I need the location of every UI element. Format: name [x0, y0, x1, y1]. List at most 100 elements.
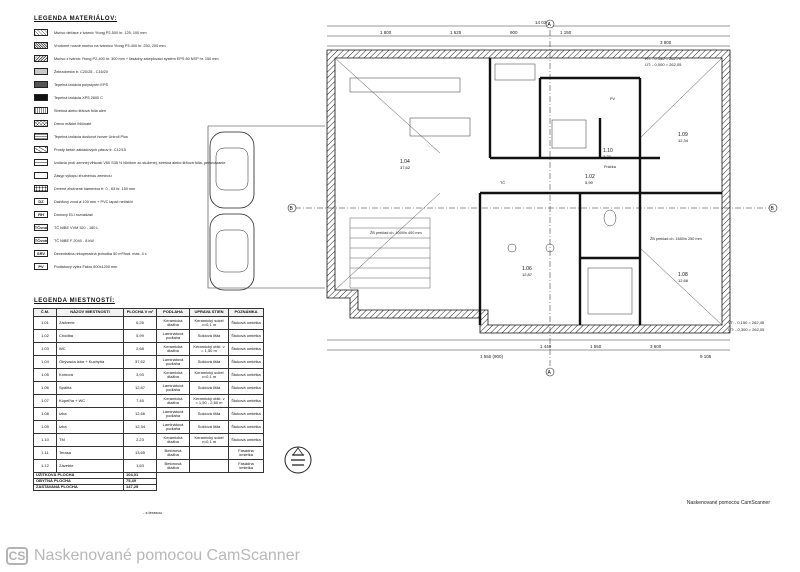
house-walls: [326, 49, 731, 334]
rooms-cell: 1.01: [33, 316, 57, 330]
rooms-cell: 1.07: [33, 394, 57, 408]
rooms-cell: Keramický obkl. v = 1,50 - 2,60 m: [189, 394, 229, 408]
material-swatch: DZ: [34, 198, 48, 205]
rooms-cell: 1.04: [33, 355, 57, 369]
rooms-cell: Zádverie: [56, 316, 124, 330]
dim-bottom-1: 1 550 (900): [480, 354, 504, 359]
material-swatch: [34, 133, 48, 140]
rooms-cell: 1.03: [33, 342, 57, 356]
room-label-106: 1.06: [522, 266, 532, 272]
note-lintel-1: ŽB preklad ch. 4000/s 400 mm: [370, 230, 422, 235]
scan-caption: Naskenované pomocou CamScanner: [686, 500, 770, 506]
dimension-top: [327, 25, 730, 47]
rooms-cell: Terasa: [56, 446, 124, 460]
material-label: Tepelná izolácia doskové Isover Uniroll …: [54, 134, 128, 139]
rooms-cell: Fasádna omietka: [228, 459, 264, 473]
rooms-cell: Laminátová podlaha: [156, 420, 190, 434]
terasa-note: - s terasou: [143, 510, 162, 515]
material-swatch: TČvon: [34, 237, 48, 244]
rooms-cell: 1,63: [123, 459, 157, 473]
rooms-cell: Obývacia izba + Kuchyňa: [56, 355, 124, 369]
level-note-4: ÚT: - 0,300 = 262,05: [728, 327, 765, 332]
rooms-cell: Chodba: [56, 329, 124, 343]
totals-value: 147,25: [123, 484, 157, 491]
room-label-102: 1.02: [585, 174, 595, 180]
camscanner-logo-icon: CS: [6, 547, 28, 565]
rooms-cell: Izba: [56, 420, 124, 434]
material-swatch: RH: [34, 211, 48, 218]
svg-text:A: A: [548, 370, 552, 376]
note-lintel-2: ŽB preklad ch. 1650/s 250 mm: [650, 236, 702, 241]
rooms-cell: 7,45: [123, 394, 157, 408]
material-label: Tepelná izolácia XPS 2600 C: [54, 95, 103, 100]
section-marker-b-right: [768, 203, 778, 213]
rooms-cell: Fasádna omietka: [228, 446, 264, 460]
material-swatch: [34, 185, 48, 192]
rooms-cell: [189, 459, 229, 473]
material-swatch: [34, 94, 48, 101]
dim-top-1: 1 800: [380, 30, 392, 35]
material-label: Železobetón tr. C20/25 - C16/20: [54, 69, 109, 74]
svg-text:B: B: [290, 206, 294, 212]
rooms-cell: Závetrie: [56, 459, 124, 473]
rooms-cell: 1.09: [33, 420, 57, 434]
material-row: Drvené zhutnené kamenivo fr. 0 - 63 hr. …: [34, 184, 135, 193]
level-note-3: VT: - 0,150 = 262,45: [728, 320, 765, 325]
material-swatch: PV: [34, 263, 48, 270]
material-row: Zásyp výkopu zhutnenou zeminou: [34, 171, 112, 180]
material-row: Železobetón tr. C20/25 - C16/20: [34, 67, 108, 76]
material-label: Murivo z tvárnic Ytong P2-400 hr. 300 mm…: [54, 56, 219, 61]
rooms-header-cell: Č.M.: [33, 308, 57, 317]
rooms-cell: Keramická dlažba: [156, 316, 190, 330]
rooms-cell: Keramická dlažba: [156, 342, 190, 356]
stairs: [349, 217, 431, 289]
rooms-cell: 6,26: [123, 316, 157, 330]
camscanner-text: Naskenované pomocou CamScanner: [34, 547, 300, 564]
rooms-cell: Keramická dlažba: [156, 394, 190, 408]
material-swatch: [34, 29, 48, 36]
material-row: Prostý betón základových pásov tr. C12/1…: [34, 145, 126, 154]
material-label: Podlahový výlez Fakro 600x1200 mm: [54, 264, 118, 269]
rooms-cell: Izba: [56, 407, 124, 421]
level-note-1: RT: - 0,150 = 262,70: [645, 56, 682, 61]
dim-top-3: 900: [510, 30, 518, 35]
rooms-cell: TM: [56, 433, 124, 447]
section-marker-a-top: [545, 19, 555, 29]
material-label: Dažďový zvod ø 100 mm + PVC lapač nečist…: [54, 199, 133, 204]
note-pracka: Práčka: [604, 165, 617, 169]
svg-text:B: B: [771, 206, 775, 212]
dim-top-4: 1 150: [560, 30, 572, 35]
dim-bottom-4: 3 600: [650, 344, 662, 349]
dim-top-2: 1 625: [450, 30, 462, 35]
rooms-cell: 13,65: [123, 446, 157, 460]
svg-text:37,62: 37,62: [400, 165, 411, 170]
rooms-cell: Štuková omietka: [228, 329, 264, 343]
note-tc: TČ: [500, 180, 505, 185]
kitchen-counter: [349, 63, 536, 137]
drawing-sheet: LEGENDA MATERIÁLOV: Murivo delíace z tvá…: [33, 16, 778, 515]
material-row: Tepelná izolácia doskové Isover Uniroll …: [34, 132, 128, 141]
rooms-cell: Spálňa: [56, 381, 124, 395]
rooms-cell: 3,93: [123, 368, 157, 382]
svg-text:12,87: 12,87: [522, 272, 533, 277]
svg-text:A: A: [548, 22, 552, 28]
material-row: PV Podlahový výlez Fakro 600x1200 mm: [34, 262, 117, 271]
rooms-cell: Soklová lišta: [189, 407, 229, 421]
material-swatch: [34, 159, 48, 166]
material-label: TČ NIBE VVM 320 - 180 L: [54, 225, 99, 230]
rooms-cell: Štuková omietka: [228, 394, 264, 408]
dim-bottom-total: 9 105: [700, 354, 712, 359]
svg-text:12,66: 12,66: [678, 278, 689, 283]
svg-text:2,23: 2,23: [603, 154, 612, 159]
rooms-cell: WC: [56, 342, 124, 356]
rooms-legend-title: LEGENDA MIESTNOSTÍ:: [34, 298, 115, 304]
rooms-cell: [189, 446, 229, 460]
rooms-cell: Keramický sokel v=0,1 m: [189, 433, 229, 447]
